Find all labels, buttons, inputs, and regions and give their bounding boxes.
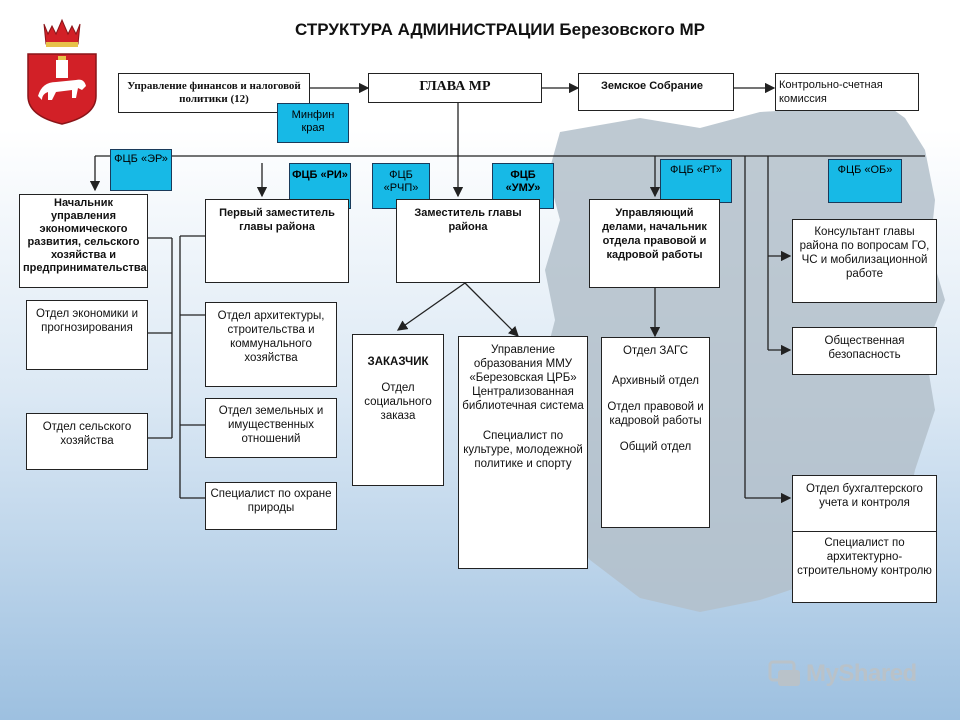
nature-specialist-label: Специалист по охране природы — [210, 488, 332, 514]
economic-development-head-box: Начальник управления экономического разв… — [19, 194, 148, 288]
fcb-ri-label: ФЦБ «РИ» — [292, 169, 348, 181]
zags-department-text: Отдел ЗАГС — [622, 345, 689, 357]
deputy-head-box: Заместитель главы района — [396, 199, 540, 283]
fcb-rchp-label: ФЦБ «РЧП» — [383, 169, 419, 194]
culture-specialist-text: Специалист по культуре, молодежной полит… — [463, 430, 583, 470]
fcb-umu-label: ФЦБ «УМУ» — [505, 169, 541, 194]
watermark-text: MyShared — [806, 660, 917, 687]
economic-development-head-label: Начальник управления экономического разв… — [23, 197, 147, 274]
finance-department-label: Управление финансов и налоговой политики… — [127, 80, 301, 105]
control-commission-box: Контрольно-счетная комиссия — [775, 73, 919, 111]
nature-specialist-box: Специалист по охране природы — [205, 482, 337, 530]
minfin-label: Минфин края — [291, 109, 335, 134]
civil-defense-consultant-label: Консультант главы района по вопросам ГО,… — [799, 226, 930, 280]
coat-of-arms-emblem — [27, 18, 97, 125]
fcb-ob-badge: ФЦБ «ОБ» — [828, 159, 902, 203]
first-deputy-box: Первый заместитель главы района — [205, 199, 349, 283]
customer-body: Отдел социального заказа — [364, 382, 432, 422]
watermark: MyShared — [768, 656, 938, 692]
land-relations-department-label: Отдел земельных и имущественных отношени… — [218, 405, 324, 445]
watermark-logo-icon — [768, 660, 800, 686]
zemskoe-sobranie-label: Земское Собрание — [601, 80, 704, 92]
fcb-rt-label: ФЦБ «РТ» — [669, 164, 723, 176]
office-manager-box: Управляющий делами, начальник отдела пра… — [589, 199, 720, 288]
control-commission-label: Контрольно-счетная комиссия — [779, 79, 883, 105]
zags-archive-legal-box: Отдел ЗАГС Архивный отдел Отдел правовой… — [601, 337, 710, 528]
minfin-box: Минфин края — [277, 103, 349, 143]
archive-department-text: Архивный отдел — [612, 375, 699, 387]
head-label: ГЛАВА МР — [419, 79, 491, 94]
architecture-control-specialist-label: Специалист по архитектурно-строительному… — [797, 537, 932, 577]
architecture-control-specialist-box: Специалист по архитектурно-строительному… — [792, 531, 937, 603]
education-culture-box: Управление образования ММУ «Березовская … — [458, 336, 588, 569]
general-department-text: Общий отдел — [619, 441, 692, 453]
deputy-head-label: Заместитель главы района — [414, 207, 522, 233]
customer-title: ЗАКАЗЧИК — [367, 356, 429, 368]
page-title: СТРУКТУРА АДМИНИСТРАЦИИ Березовского МР — [295, 20, 705, 39]
head-box: ГЛАВА МР — [368, 73, 542, 103]
fcb-er-label: ФЦБ «ЭР» — [114, 153, 168, 165]
legal-department-text: Отдел правовой и кадровой работы — [607, 401, 704, 427]
civil-defense-consultant-box: Консультант главы района по вопросам ГО,… — [792, 219, 937, 303]
public-safety-label: Общественная безопасность — [824, 335, 905, 361]
architecture-department-box: Отдел архитектуры, строительства и комму… — [205, 302, 337, 387]
customer-box: ЗАКАЗЧИК Отдел социального заказа — [352, 334, 444, 486]
education-department-text: Управление образования ММУ «Березовская … — [462, 344, 584, 412]
architecture-department-label: Отдел архитектуры, строительства и комму… — [217, 310, 325, 364]
public-safety-box: Общественная безопасность — [792, 327, 937, 375]
accounting-department-label: Отдел бухгалтерского учета и контроля — [806, 483, 923, 509]
economics-department-label: Отдел экономики и прогнозирования — [35, 308, 139, 334]
first-deputy-label: Первый заместитель главы района — [219, 207, 335, 233]
zemskoe-sobranie-box: Земское Собрание — [578, 73, 734, 111]
agriculture-department-label: Отдел сельского хозяйства — [42, 421, 132, 447]
accounting-department-box: Отдел бухгалтерского учета и контроля — [792, 475, 937, 532]
fcb-rt-badge: ФЦБ «РТ» — [660, 159, 732, 203]
land-relations-department-box: Отдел земельных и имущественных отношени… — [205, 398, 337, 458]
fcb-ob-label: ФЦБ «ОБ» — [837, 164, 893, 176]
economics-department-box: Отдел экономики и прогнозирования — [26, 300, 148, 370]
fcb-er-badge: ФЦБ «ЭР» — [110, 149, 172, 191]
agriculture-department-box: Отдел сельского хозяйства — [26, 413, 148, 470]
office-manager-label: Управляющий делами, начальник отдела пра… — [602, 207, 707, 261]
fcb-umu-badge: ФЦБ «УМУ» — [492, 163, 554, 209]
